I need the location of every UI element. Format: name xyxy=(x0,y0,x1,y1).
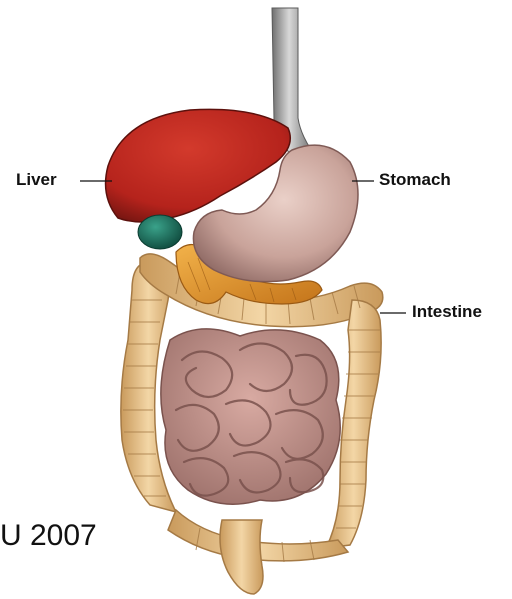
gallbladder xyxy=(138,215,182,249)
stomach-label: Stomach xyxy=(379,170,451,190)
liver-label: Liver xyxy=(16,170,57,190)
small-intestine xyxy=(161,329,340,504)
rectum xyxy=(220,520,263,594)
intestine-label: Intestine xyxy=(412,302,482,322)
caption-text: U 2007 xyxy=(0,519,101,553)
